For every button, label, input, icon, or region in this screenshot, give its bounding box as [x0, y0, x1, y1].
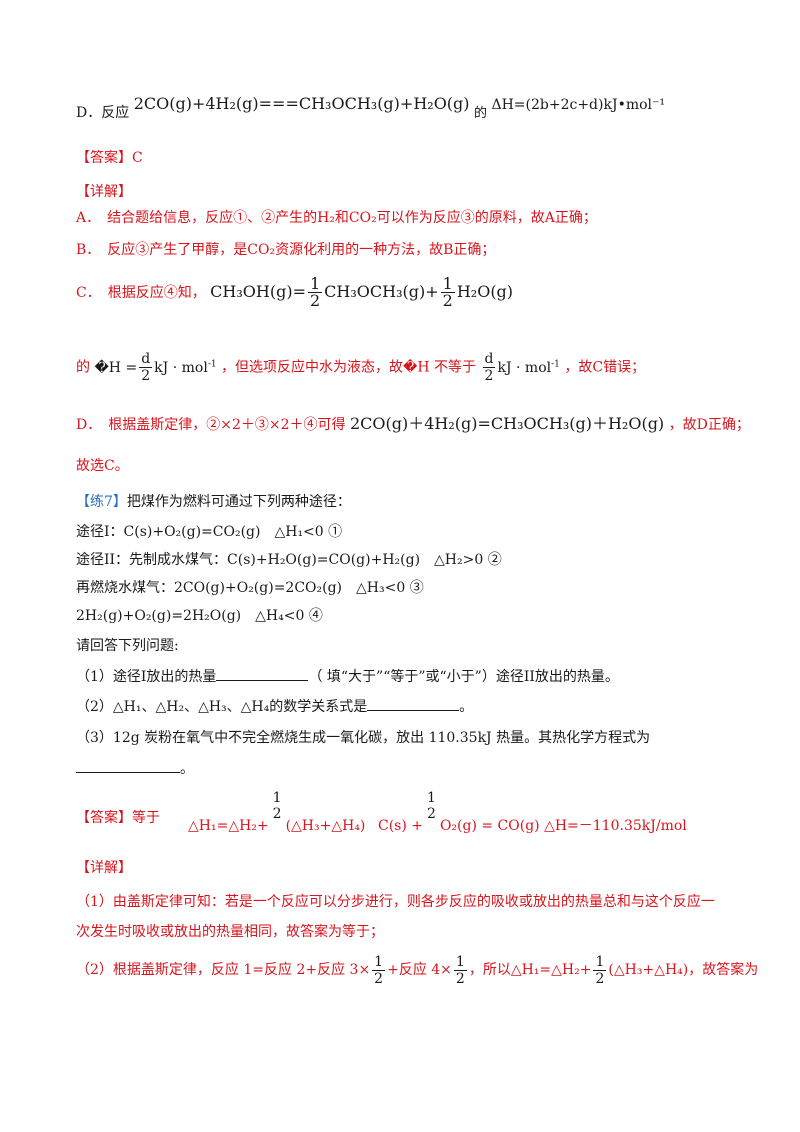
question-1: （1）途径I放出的热量（ 填“大于”“等于”或“小于”）途径II放出的热量。	[76, 666, 619, 687]
option-d-label: D．反应	[76, 105, 130, 121]
answer-blank[interactable]	[216, 666, 309, 681]
answer-line-2: 【答案】等于	[76, 806, 160, 830]
explain-c2-de: 的	[76, 359, 90, 376]
path-1: 途径I：C(s)+O₂(g)=CO₂(g) △H₁<0 ①	[76, 524, 343, 540]
explain-c2-end: ，故C错误；	[564, 359, 646, 376]
ask-line: 请回答下列问题:	[76, 638, 179, 654]
option-d-de: 的	[473, 106, 487, 121]
question-3-blank-line: 。	[76, 758, 194, 779]
option-d-line: D．反应 2CO(g)+4H₂(g)===CH₃OCH₃(g)+H₂O(g) 的…	[76, 94, 665, 124]
detail-tag-1: 【详解】	[76, 184, 132, 200]
answer-a1: 等于	[132, 810, 160, 826]
choose-line: 故选C。	[76, 458, 129, 474]
explain-a: A． 结合题给信息，反应①、②产生的H₂和CO₂可以作为反应③的原料，故A正确；	[76, 210, 597, 226]
unit: kJ · mol	[497, 359, 552, 376]
delta-h: �H =	[94, 359, 138, 376]
answer-value: C	[132, 150, 143, 166]
path-4: 2H₂(g)+O₂(g)=2H₂O(g) △H₄<0 ④	[76, 608, 323, 624]
option-d-equation: 2CO(g)+4H₂(g)===CH₃OCH₃(g)+H₂O(g)	[133, 94, 470, 113]
explain-d: D． 根据盖斯定律，②×2＋③×2＋④可得 2CO(g)＋4H₂(g)=CH₃O…	[76, 414, 750, 435]
explain-c-lhs: CH₃OH(g)=	[210, 282, 306, 301]
detail-tag-2: 【详解】	[76, 860, 132, 876]
unit: kJ · mol	[154, 359, 208, 376]
answer-line-1: 【答案】C	[76, 148, 143, 168]
path-2: 途径II：先制成水煤气：C(s)+H₂O(g)=CO(g)+H₂(g) △H₂>…	[76, 552, 502, 568]
explain-c-label: C． 根据反应④知，	[76, 285, 206, 301]
question-3: （3）12g 炭粉在氧气中不完全燃烧生成一氧化碳，放出 110.35kJ 热量。…	[76, 730, 651, 746]
answer-blank[interactable]	[367, 696, 460, 711]
question-2: （2）△H₁、△H₂、△H₃、△H₄的数学关系式是。	[76, 696, 473, 717]
explain-d-equation: 2CO(g)＋4H₂(g)=CH₃OCH₃(g)＋H₂O(g)	[349, 414, 665, 433]
explain-c-mid: CH₃OCH₃(g)+	[324, 282, 439, 301]
option-d-dh: ΔH=(2b+2c+d)kJ•mol⁻¹	[491, 97, 666, 113]
explain-b: B． 反应③产生了甲醇，是CO₂资源化利用的一种方法，故B正确；	[76, 242, 496, 258]
answer-tag: 【答案】	[76, 810, 132, 826]
answer-blank[interactable]	[76, 758, 180, 773]
practice-intro: 把煤作为燃料可通过下列两种途径：	[126, 494, 351, 510]
explain-c-end: H₂O(g)	[456, 282, 514, 301]
explain-d-label: D． 根据盖斯定律，②×2＋③×2＋④可得	[76, 417, 346, 433]
path-3: 再燃烧水煤气：2CO(g)+O₂(g)=2CO₂(g) △H₃<0 ③	[76, 580, 424, 596]
explain-c2-text: ，但选项反应中水为液态，故�H 不等于	[221, 359, 477, 376]
explain-d-end: ，故D正确；	[668, 417, 750, 433]
detail-p1a: （1）由盖斯定律可知：若是一个反应可以分步进行，则各步反应的吸收或放出的热量总和…	[76, 894, 715, 910]
detail-p1b: 次发生时吸收或放出的热量相同，故答案为等于；	[76, 924, 384, 940]
practice-tag: 【练7】	[76, 494, 127, 510]
answer-tag: 【答案】	[76, 150, 132, 166]
practice-7-intro: 【练7】把煤作为燃料可通过下列两种途径：	[76, 492, 351, 512]
